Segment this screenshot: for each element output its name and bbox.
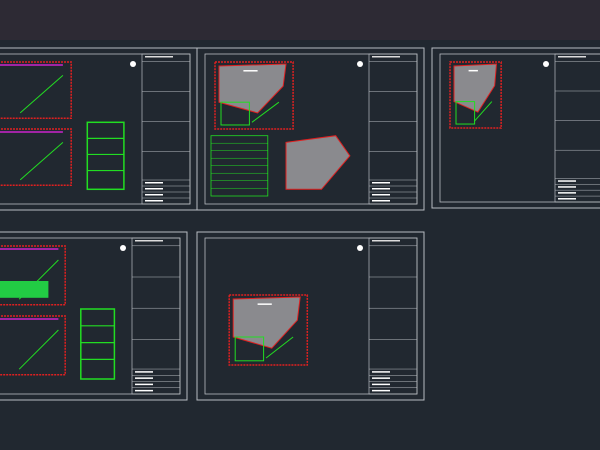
- sheet-inner-border: [439, 53, 600, 203]
- title-block-text: [372, 389, 390, 392]
- roof-hatch-area: [453, 63, 498, 113]
- title-block-text: [372, 182, 390, 184]
- plan-boundary: [228, 294, 309, 366]
- label-text: [257, 303, 272, 305]
- title-block-text: [145, 56, 173, 58]
- title-block: [131, 237, 181, 395]
- canvas-top-band: [0, 0, 600, 40]
- title-block-frame: [131, 237, 181, 395]
- section-frame: [86, 121, 125, 191]
- floor-plan-boundary: [0, 245, 66, 306]
- room-walls: [234, 336, 265, 362]
- label-text: [468, 69, 478, 72]
- stair-line: [473, 101, 493, 122]
- title-block-text: [135, 389, 153, 392]
- title-block-text: [558, 192, 576, 194]
- stair-line: [265, 336, 294, 359]
- stair-line: [19, 142, 64, 181]
- north-arrow-icon: [130, 61, 136, 67]
- north-arrow-icon: [543, 61, 549, 67]
- title-block-frame: [554, 53, 600, 203]
- schedule-table: [210, 135, 269, 197]
- title-block: [141, 53, 191, 205]
- title-block-text: [558, 56, 586, 58]
- room-walls: [220, 101, 250, 126]
- stair-line: [18, 329, 59, 370]
- floor-plan-boundary: [0, 128, 72, 187]
- title-block-text: [372, 194, 390, 196]
- title-block-text: [135, 240, 163, 242]
- title-block-text: [372, 383, 390, 386]
- sheet-1: [0, 47, 198, 211]
- sheet-2: [196, 47, 425, 211]
- title-block-text: [145, 188, 163, 190]
- north-arrow-icon: [357, 61, 363, 67]
- title-block-text: [145, 182, 163, 184]
- title-block-text: [558, 198, 576, 200]
- elevation-glazing: [0, 281, 49, 298]
- sheet-4: [0, 231, 188, 401]
- sheet-outer-border: [0, 231, 188, 401]
- title-block-text: [135, 371, 153, 373]
- title-block-text: [135, 383, 153, 386]
- title-block-text: [145, 194, 163, 196]
- plan-boundary: [449, 61, 502, 129]
- label-text: [243, 70, 258, 72]
- stair-line: [251, 101, 280, 123]
- title-block: [554, 53, 600, 203]
- room-walls: [455, 101, 476, 125]
- north-arrow-icon: [357, 245, 363, 251]
- title-block: [368, 237, 418, 395]
- sheet-outer-border: [431, 47, 600, 209]
- floor-plan-boundary: [0, 61, 72, 120]
- title-block-frame: [141, 53, 191, 205]
- roof-hatch-area: [218, 63, 287, 114]
- roof-hatch-area: [285, 135, 351, 190]
- title-block-text: [372, 56, 400, 58]
- plan-boundary: [214, 61, 294, 130]
- sheet-3: [431, 47, 600, 209]
- title-block-text: [372, 377, 390, 379]
- title-block-text: [372, 188, 390, 190]
- section-frame: [80, 308, 116, 380]
- title-block-text: [135, 377, 153, 379]
- title-block-text: [372, 371, 390, 373]
- stair-line: [19, 75, 64, 114]
- roof-hatch-area: [232, 296, 301, 349]
- floor-plan-boundary: [0, 315, 66, 376]
- title-block-text: [558, 180, 576, 182]
- title-block-text: [372, 240, 400, 242]
- title-block-text: [145, 200, 163, 202]
- north-arrow-icon: [120, 245, 126, 251]
- title-block-frame: [368, 237, 418, 395]
- title-block-frame: [368, 53, 418, 205]
- title-block-text: [372, 200, 390, 202]
- sheet-outer-border: [196, 47, 425, 211]
- title-block: [368, 53, 418, 205]
- sheet-5: [196, 231, 425, 401]
- sheet-outer-border: [196, 231, 425, 401]
- title-block-text: [558, 186, 576, 188]
